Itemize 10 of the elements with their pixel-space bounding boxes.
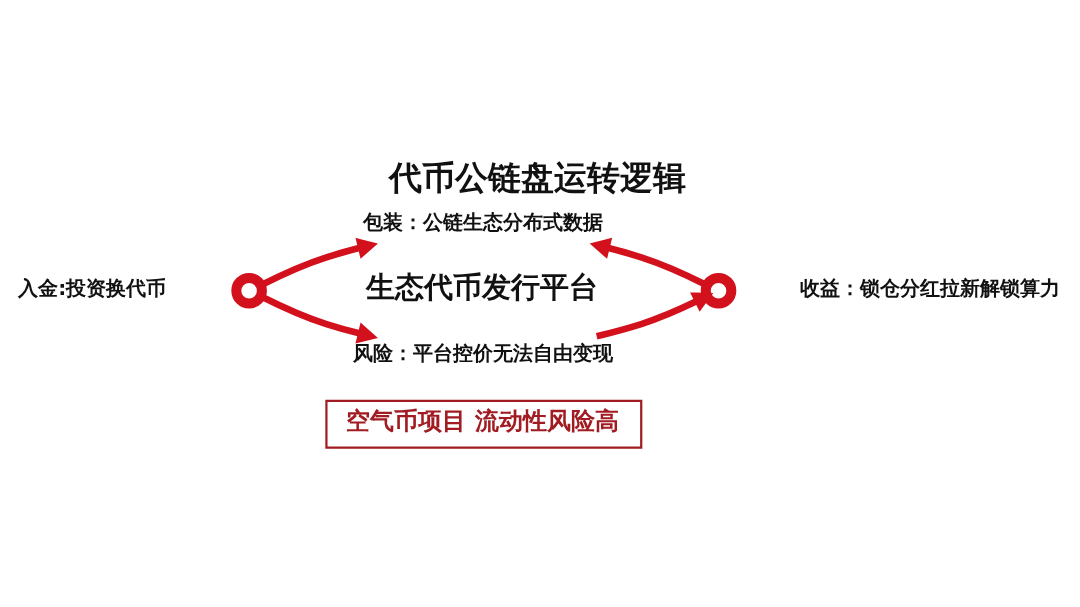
node-label: 收益：锁仓分红拉新解锁算力 <box>800 275 1061 300</box>
node-label: 入金:投资换代币 <box>18 275 167 300</box>
node-text: 风险：平台控价无法自由变现 <box>353 341 614 366</box>
node-circle <box>700 272 737 309</box>
label: 生态代币发行平台 <box>366 269 599 304</box>
node-box: 空气币项目 流动性风险高 <box>325 399 643 449</box>
diagram-title: 代币公链盘运转逻辑 <box>389 158 687 198</box>
arrow <box>595 292 714 340</box>
node-text: 包装：公链生态分布式数据 <box>363 209 604 234</box>
node-circle <box>231 272 267 309</box>
